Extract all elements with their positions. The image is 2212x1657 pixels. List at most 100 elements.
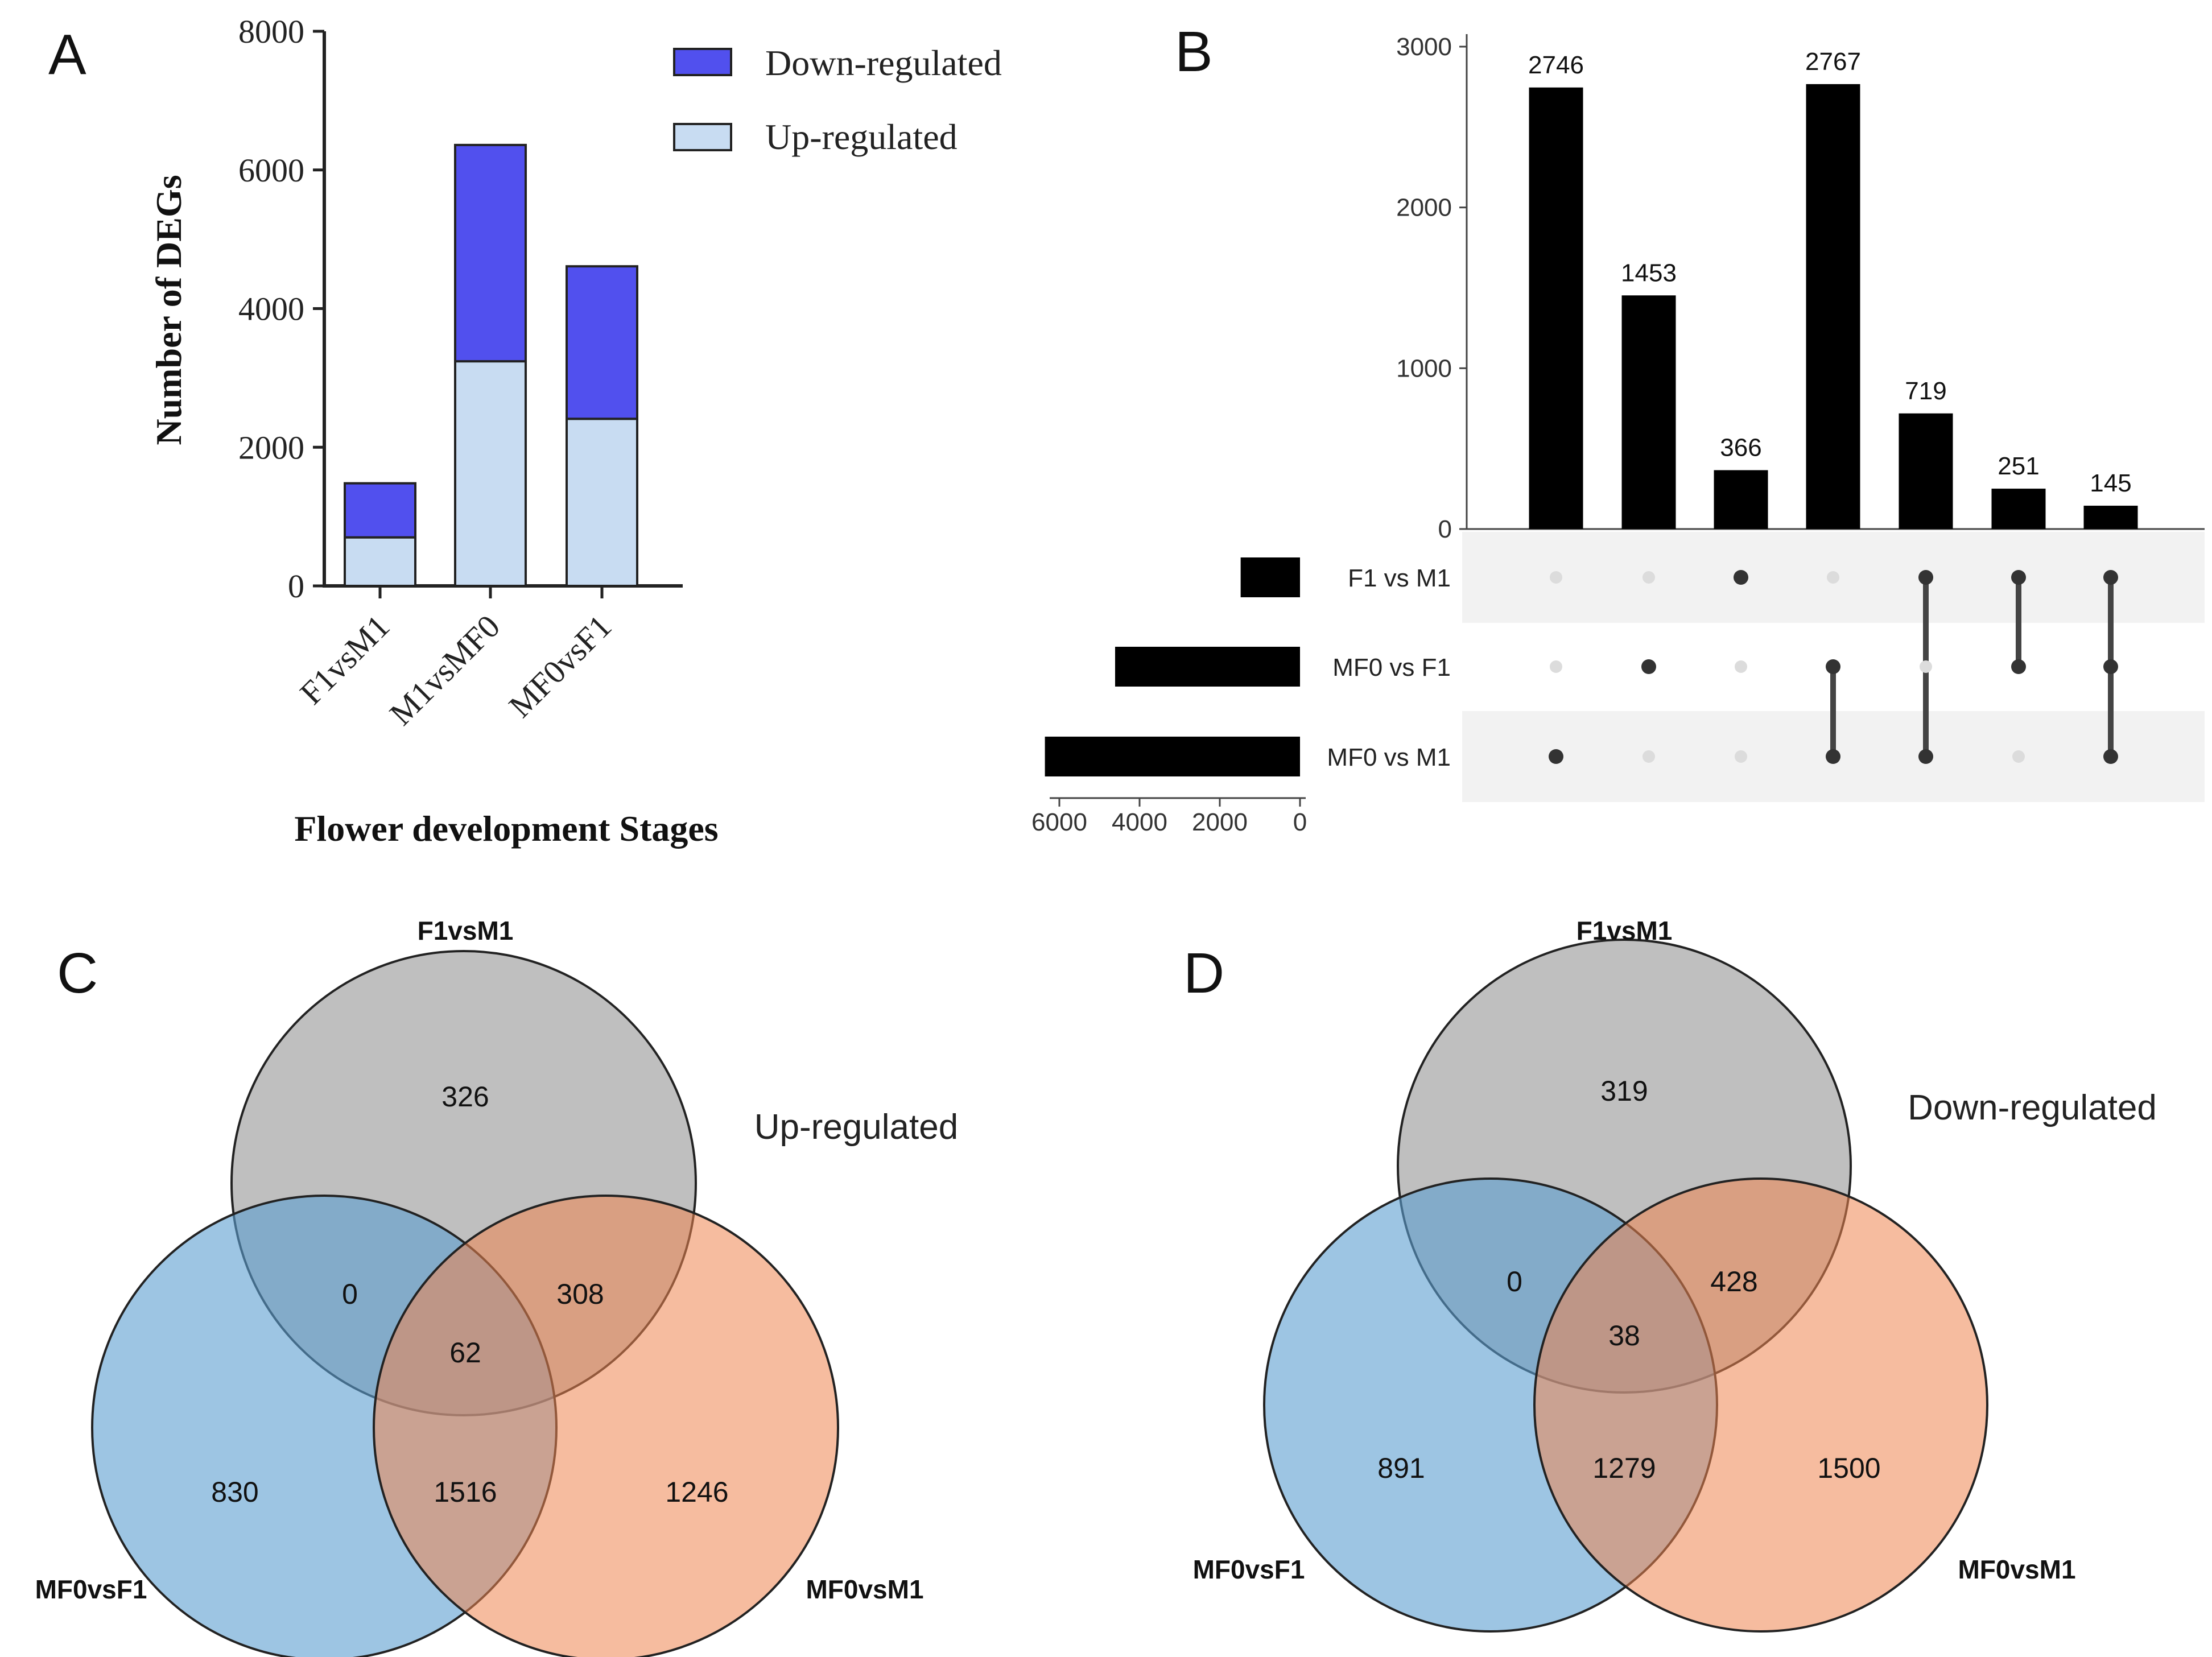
panel-a-x-axis-title: Flower development Stages (294, 808, 718, 849)
b-matrix-dot-filled (1826, 659, 1840, 674)
panel-b-set-size-bars: F1 vs M1 MF0 vs F1 MF0 vs M1 (1045, 557, 1451, 776)
venn-d-circle-mf0vsm1 (1533, 1177, 1988, 1633)
venn-d-set-label-mf0vsf1: MF0vsF1 (1193, 1555, 1305, 1584)
b-intersection-label: 2746 (1528, 51, 1584, 79)
venn-c-region-center: 62 (449, 1337, 481, 1369)
venn-d-set-label-f1vsm1: F1vsM1 (1577, 916, 1673, 945)
panel-b-set-size-ticks: 6000 4000 2000 0 (1031, 798, 1307, 836)
b-set-name: F1 vs M1 (1348, 564, 1451, 592)
b-intersection-label: 145 (2090, 469, 2131, 497)
venn-d-region-right-only: 1500 (1817, 1452, 1880, 1484)
b-set-tick-label: 0 (1293, 808, 1307, 836)
venn-d-region-top-left: 0 (1507, 1266, 1522, 1297)
a-bar-up-MF0vsF1 (566, 418, 638, 587)
b-matrix-dot-empty (1735, 660, 1747, 673)
a-ytick-label: 0 (288, 568, 304, 605)
venn-c-title: Up-regulated (754, 1108, 958, 1147)
b-matrix-dot-empty (1550, 571, 1562, 584)
b-matrix-dot-filled (2011, 570, 2026, 585)
venn-d-region-left-only: 891 (1377, 1452, 1425, 1484)
a-bar-up-M1vsMF0 (454, 360, 527, 587)
panel-d-venn-diagram: D F1vsM1 MF0vsF1 MF0vsM1 Down-regulated … (1183, 916, 2157, 1633)
a-xtick-label: M1vsMF0 (382, 608, 507, 732)
b-ytick-label: 0 (1438, 515, 1452, 543)
b-matrix-dot-filled (2103, 659, 2118, 674)
b-set-size-bar (1115, 647, 1300, 687)
venn-c-region-top-only: 326 (441, 1081, 489, 1113)
b-matrix-dot-filled (2103, 749, 2118, 764)
b-intersection-bar (1621, 295, 1676, 529)
venn-d-region-left-right: 1279 (1592, 1452, 1656, 1484)
b-intersection-label: 251 (1998, 452, 2039, 480)
b-matrix-dot-empty (1643, 750, 1655, 763)
venn-c-set-label-mf0vsf1: MF0vsF1 (35, 1575, 147, 1604)
venn-d-region-top-only: 319 (1600, 1075, 1648, 1107)
b-set-size-bar (1045, 737, 1300, 776)
b-matrix-dot-filled (1734, 570, 1748, 585)
panel-a-bars (344, 143, 638, 587)
b-ytick-label: 1000 (1396, 354, 1452, 382)
venn-d-region-top-right: 428 (1710, 1266, 1757, 1297)
b-matrix-dot-filled (1918, 749, 1933, 764)
panel-c-letter: C (57, 941, 98, 1005)
venn-c-region-top-left: 0 (342, 1278, 358, 1310)
venn-c-set-label-mf0vsm1: MF0vsM1 (806, 1575, 923, 1604)
b-matrix-dot-filled (1549, 749, 1563, 764)
panel-b-y-ticks: 0 1000 2000 3000 (1396, 33, 1467, 543)
b-set-tick-label: 4000 (1112, 808, 1167, 836)
venn-d-set-label-mf0vsm1: MF0vsM1 (1958, 1555, 2075, 1584)
b-ytick-label: 2000 (1396, 194, 1452, 222)
b-set-name: MF0 vs M1 (1327, 743, 1451, 771)
b-ytick-label: 3000 (1396, 33, 1452, 61)
b-matrix-dot-filled (1826, 749, 1840, 764)
legend-swatch-down (673, 48, 732, 76)
b-intersection-label: 719 (1905, 377, 1946, 405)
panel-d-letter: D (1183, 941, 1224, 1005)
b-matrix-dot-empty (2012, 750, 2025, 763)
a-bar-down-M1vsMF0 (454, 143, 527, 363)
legend-label-down: Down-regulated (765, 43, 1002, 83)
b-intersection-bar (1714, 470, 1768, 529)
b-intersection-bar (2083, 506, 2138, 529)
venn-c-region-top-right: 308 (556, 1278, 604, 1310)
b-intersection-label: 1453 (1621, 259, 1677, 287)
b-matrix-dot-empty (1827, 571, 1839, 584)
a-bar-down-F1vsM1 (344, 482, 416, 539)
b-matrix-dot-filled (2103, 570, 2118, 585)
venn-c-region-left-right: 1516 (434, 1476, 497, 1508)
b-set-size-bar (1240, 557, 1300, 597)
venn-c-circle-mf0vsm1 (373, 1195, 839, 1657)
venn-c-region-right-only: 1246 (665, 1476, 728, 1508)
legend-label-up: Up-regulated (765, 117, 958, 157)
panel-b-intersection-bars: 2746 1453 366 2767 719 251 145 (1528, 48, 2138, 529)
panel-a-y-ticks: 0 2000 4000 6000 8000 (238, 13, 324, 605)
venn-d-region-center: 38 (1608, 1320, 1640, 1352)
b-matrix-dot-filled (2011, 659, 2026, 674)
a-bar-up-F1vsM1 (344, 536, 416, 587)
b-set-tick-label: 2000 (1192, 808, 1248, 836)
b-matrix-dot-empty (1735, 750, 1747, 763)
b-set-tick-label: 6000 (1031, 808, 1087, 836)
venn-d-title: Down-regulated (1908, 1088, 2157, 1127)
b-matrix-dot-empty (1920, 660, 1932, 673)
a-ytick-label: 4000 (238, 291, 304, 328)
panel-c-venn-diagram: C F1vsM1 MF0vsF1 MF0vsM1 Up-regulated 32… (35, 916, 958, 1657)
b-intersection-label: 366 (1720, 434, 1761, 462)
b-set-name: MF0 vs F1 (1332, 654, 1451, 681)
b-intersection-label: 2767 (1805, 48, 1861, 76)
b-matrix-dot-filled (1641, 659, 1656, 674)
a-ytick-label: 2000 (238, 429, 304, 466)
b-intersection-bar (1899, 413, 1953, 529)
venn-c-region-left-only: 830 (211, 1476, 258, 1508)
a-ytick-label: 8000 (238, 13, 304, 50)
b-intersection-bar (1806, 84, 1860, 529)
panel-a-legend: Down-regulated Up-regulated (673, 43, 1002, 157)
panel-b-membership-matrix (1549, 570, 2118, 764)
legend-swatch-up (673, 123, 732, 151)
b-matrix-dot-empty (1550, 660, 1562, 673)
a-xtick-label: MF0vsF1 (502, 608, 619, 725)
a-ytick-label: 6000 (238, 152, 304, 189)
